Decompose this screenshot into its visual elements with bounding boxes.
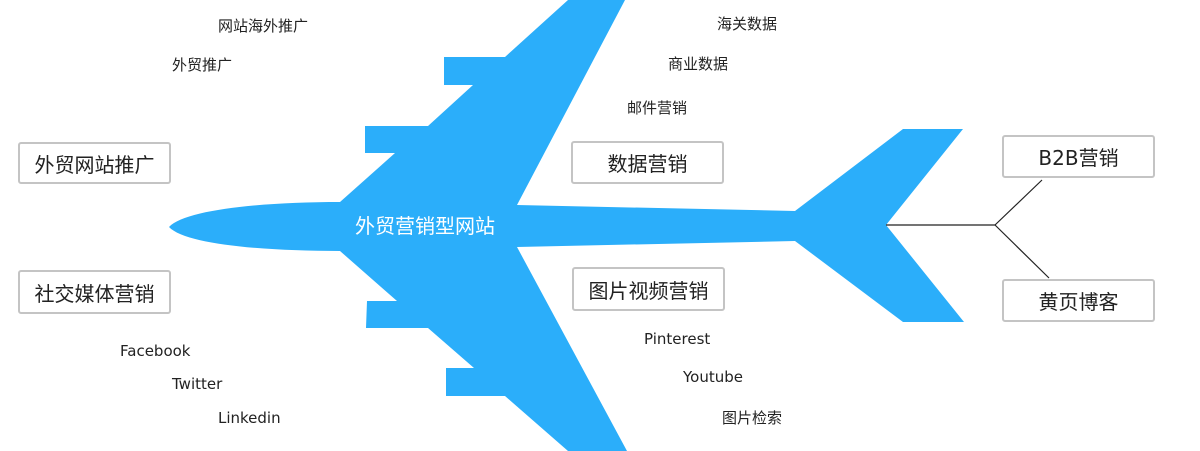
leaf-label: 海关数据 [717, 15, 778, 33]
center-title: 外贸营销型网站 [355, 214, 495, 238]
connector-lines [886, 179, 1050, 279]
leaf-label: Pinterest [644, 330, 711, 348]
node-yellow-pages[interactable]: 黄页博客 [1002, 279, 1155, 322]
node-social-media[interactable]: 社交媒体营销 [18, 270, 171, 314]
leaf-label: Twitter [172, 375, 223, 393]
node-website-promo[interactable]: 外贸网站推广 [18, 142, 171, 184]
leaf-label: 邮件营销 [627, 99, 688, 117]
airplane-body [169, 0, 964, 451]
node-data-marketing[interactable]: 数据营销 [571, 141, 724, 184]
leaf-label: 图片检索 [722, 409, 783, 427]
connector-b2b [994, 179, 1043, 226]
leaf-label: 外贸推广 [172, 56, 233, 74]
node-b2b[interactable]: B2B营销 [1002, 135, 1155, 178]
node-media-marketing[interactable]: 图片视频营销 [572, 267, 725, 311]
leaf-label: Youtube [683, 368, 743, 386]
leaf-label: Linkedin [218, 409, 281, 427]
connector-yellow [994, 224, 1050, 279]
leaf-label: 网站海外推广 [218, 17, 309, 35]
leaf-label: Facebook [120, 342, 191, 360]
leaf-label: 商业数据 [668, 55, 729, 73]
